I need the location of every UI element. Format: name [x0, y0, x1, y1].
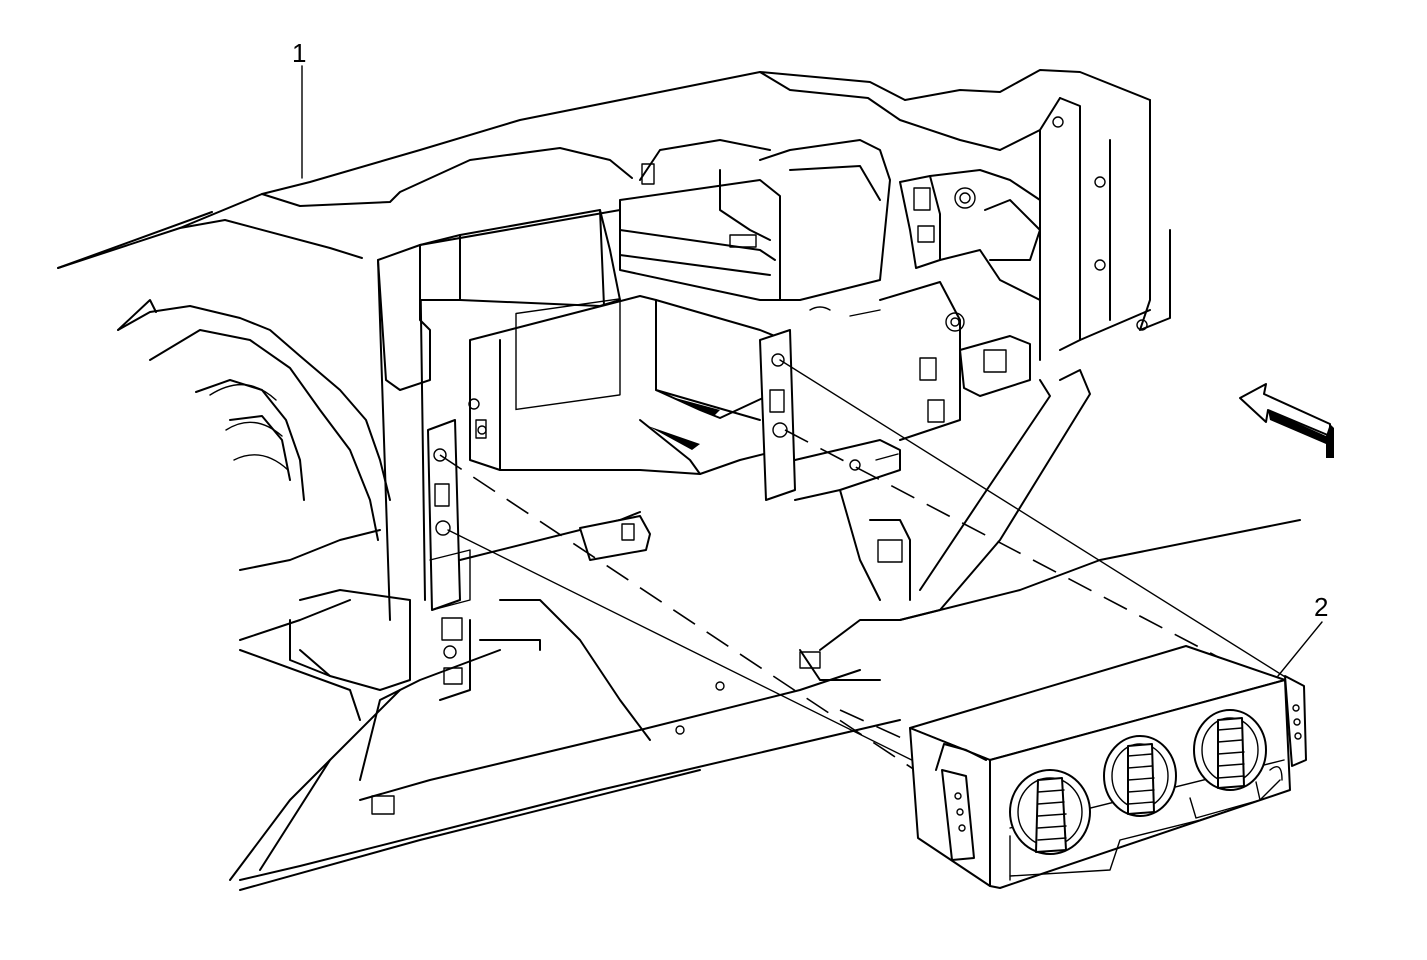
temperature-knob: [1009, 769, 1091, 855]
callouts: 1 2: [292, 38, 1328, 677]
callout-2-leader: [1277, 621, 1323, 677]
view-arrow-icon: [1239, 383, 1334, 458]
hvac-control-module: [909, 645, 1307, 889]
instrument-panel-carrier: [57, 69, 1301, 891]
mode-knob: [1103, 735, 1177, 817]
callout-2-label: 2: [1314, 592, 1328, 622]
fan-knob: [1193, 709, 1267, 791]
callout-1-label: 1: [292, 38, 306, 68]
